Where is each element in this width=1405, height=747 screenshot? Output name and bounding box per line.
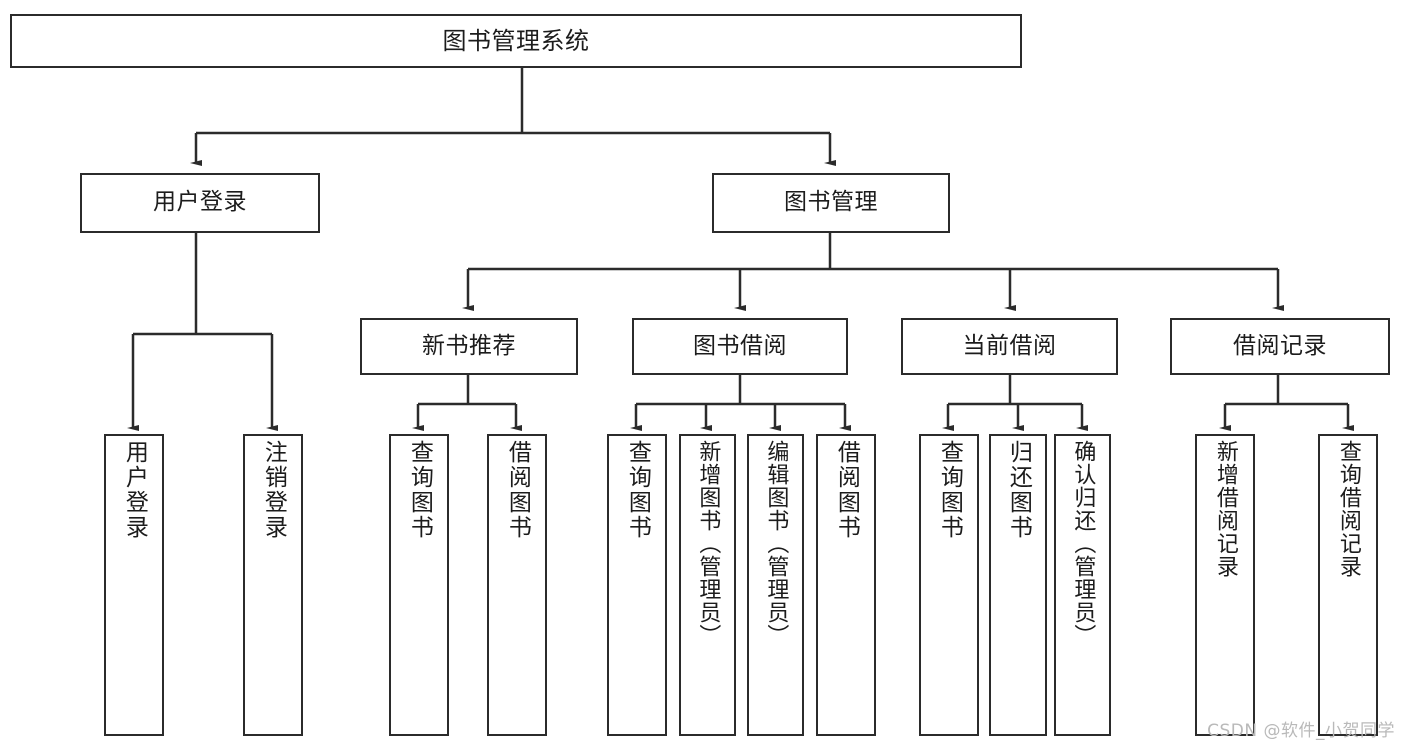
node-leaf-query-borrow-record-label: 查询借阅记录 <box>1335 440 1361 578</box>
node-leaf-return-book[interactable]: 归还图书 <box>989 434 1047 736</box>
node-leaf-add-borrow-record[interactable]: 新增借阅记录 <box>1195 434 1255 736</box>
node-leaf-borrow-book[interactable]: 借阅图书 <box>816 434 876 736</box>
node-current-borrow[interactable]: 当前借阅 <box>901 318 1118 375</box>
node-leaf-confirm-return-admin[interactable]: 确认归还（管理员） <box>1054 434 1111 736</box>
node-book-management[interactable]: 图书管理 <box>712 173 950 233</box>
node-new-book-recommend-label: 新书推荐 <box>422 332 516 359</box>
node-leaf-user-login-label: 用户登录 <box>121 440 148 540</box>
node-leaf-edit-book-admin-label: 编辑图书（管理员） <box>763 440 789 647</box>
node-book-borrow-label: 图书借阅 <box>693 332 787 359</box>
node-leaf-add-borrow-record-label: 新增借阅记录 <box>1212 440 1238 578</box>
node-leaf-borrow-book-label: 借阅图书 <box>833 440 860 540</box>
node-leaf-query-book-borrow[interactable]: 查询图书 <box>607 434 667 736</box>
node-leaf-confirm-return-admin-label: 确认归还（管理员） <box>1070 440 1096 647</box>
node-leaf-user-login[interactable]: 用户登录 <box>104 434 164 736</box>
node-leaf-query-book-recommend[interactable]: 查询图书 <box>389 434 449 736</box>
node-user-login[interactable]: 用户登录 <box>80 173 320 233</box>
node-root-system[interactable]: 图书管理系统 <box>10 14 1022 68</box>
csdn-watermark: CSDN @软件_小贺同学 <box>1207 721 1395 741</box>
node-leaf-query-book-current-label: 查询图书 <box>936 440 963 540</box>
node-leaf-borrow-book-recommend[interactable]: 借阅图书 <box>487 434 547 736</box>
node-book-management-label: 图书管理 <box>784 189 878 216</box>
node-leaf-query-book-recommend-label: 查询图书 <box>406 440 433 540</box>
node-current-borrow-label: 当前借阅 <box>962 332 1057 359</box>
node-leaf-edit-book-admin[interactable]: 编辑图书（管理员） <box>747 434 804 736</box>
node-leaf-query-borrow-record[interactable]: 查询借阅记录 <box>1318 434 1378 736</box>
node-leaf-logout[interactable]: 注销登录 <box>243 434 303 736</box>
node-leaf-query-book-current[interactable]: 查询图书 <box>919 434 979 736</box>
node-borrow-record[interactable]: 借阅记录 <box>1170 318 1390 375</box>
node-book-borrow[interactable]: 图书借阅 <box>632 318 848 375</box>
node-user-login-label: 用户登录 <box>153 189 247 216</box>
node-leaf-logout-label: 注销登录 <box>260 440 287 540</box>
node-leaf-borrow-book-recommend-label: 借阅图书 <box>504 440 531 540</box>
node-root-system-label: 图书管理系统 <box>442 26 590 55</box>
node-leaf-query-book-borrow-label: 查询图书 <box>624 440 651 540</box>
node-leaf-add-book-admin-label: 新增图书（管理员） <box>695 440 721 647</box>
node-new-book-recommend[interactable]: 新书推荐 <box>360 318 578 375</box>
node-leaf-add-book-admin[interactable]: 新增图书（管理员） <box>679 434 736 736</box>
node-borrow-record-label: 借阅记录 <box>1233 332 1327 359</box>
node-leaf-return-book-label: 归还图书 <box>1005 440 1032 540</box>
